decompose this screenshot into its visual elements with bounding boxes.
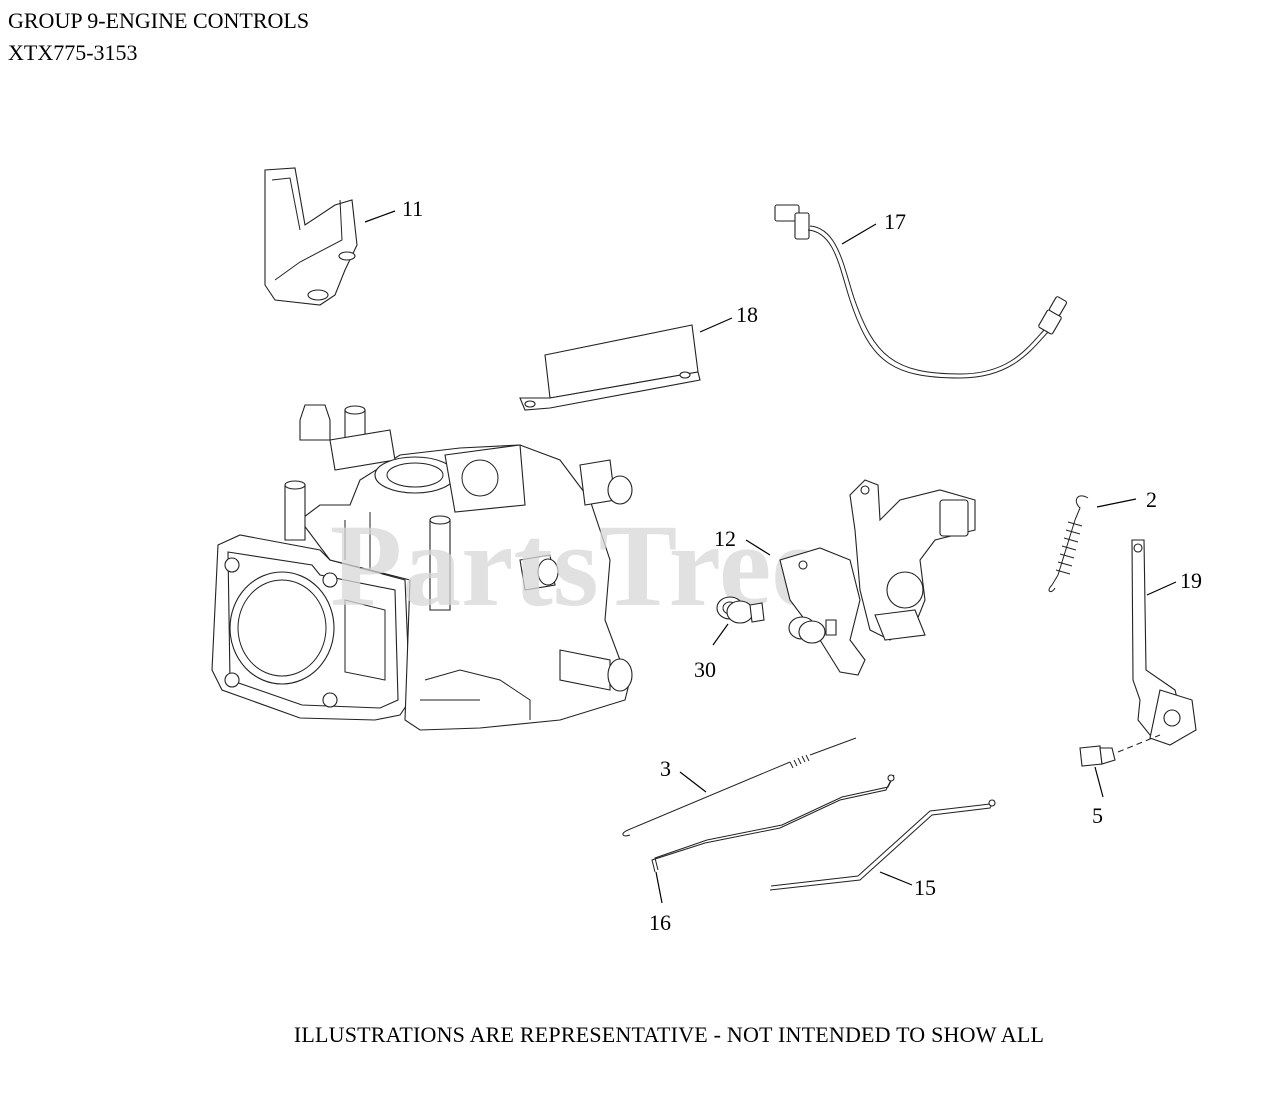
callout-30[interactable]: 30 bbox=[694, 657, 716, 682]
part-19-throttle-lever[interactable] bbox=[1131, 539, 1197, 746]
callout-16[interactable]: 16 bbox=[649, 910, 671, 935]
callout-17[interactable]: 17 bbox=[884, 209, 906, 234]
leader-lines bbox=[364, 210, 1177, 904]
part-17-wire-harness[interactable] bbox=[774, 204, 1068, 379]
disclaimer-footer: ILLUSTRATIONS ARE REPRESENTATIVE - NOT I… bbox=[293, 1022, 1045, 1047]
part-16-rod[interactable] bbox=[651, 774, 895, 873]
callout-18[interactable]: 18 bbox=[736, 302, 758, 327]
part-5-clip[interactable] bbox=[1079, 734, 1161, 767]
callout-19[interactable]: 19 bbox=[1180, 568, 1202, 593]
part-30-bushing[interactable] bbox=[716, 596, 826, 644]
part-2-spring[interactable] bbox=[1048, 495, 1089, 593]
callout-3[interactable]: 3 bbox=[660, 756, 671, 781]
part-18-shield[interactable] bbox=[519, 324, 701, 411]
part-11-bracket[interactable] bbox=[264, 167, 358, 306]
model-number: XTX775-3153 bbox=[8, 40, 138, 65]
part-12-control-bracket[interactable] bbox=[779, 479, 976, 676]
part-3-spring-rod[interactable] bbox=[622, 737, 857, 837]
callout-11[interactable]: 11 bbox=[402, 196, 423, 221]
diagram-group-title: GROUP 9-ENGINE CONTROLS bbox=[8, 8, 310, 33]
engine-block bbox=[211, 404, 633, 731]
callout-2[interactable]: 2 bbox=[1146, 487, 1157, 512]
callout-12[interactable]: 12 bbox=[714, 526, 736, 551]
part-15-choke-rod[interactable] bbox=[769, 799, 996, 891]
callout-15[interactable]: 15 bbox=[914, 875, 936, 900]
callout-5[interactable]: 5 bbox=[1092, 803, 1103, 828]
